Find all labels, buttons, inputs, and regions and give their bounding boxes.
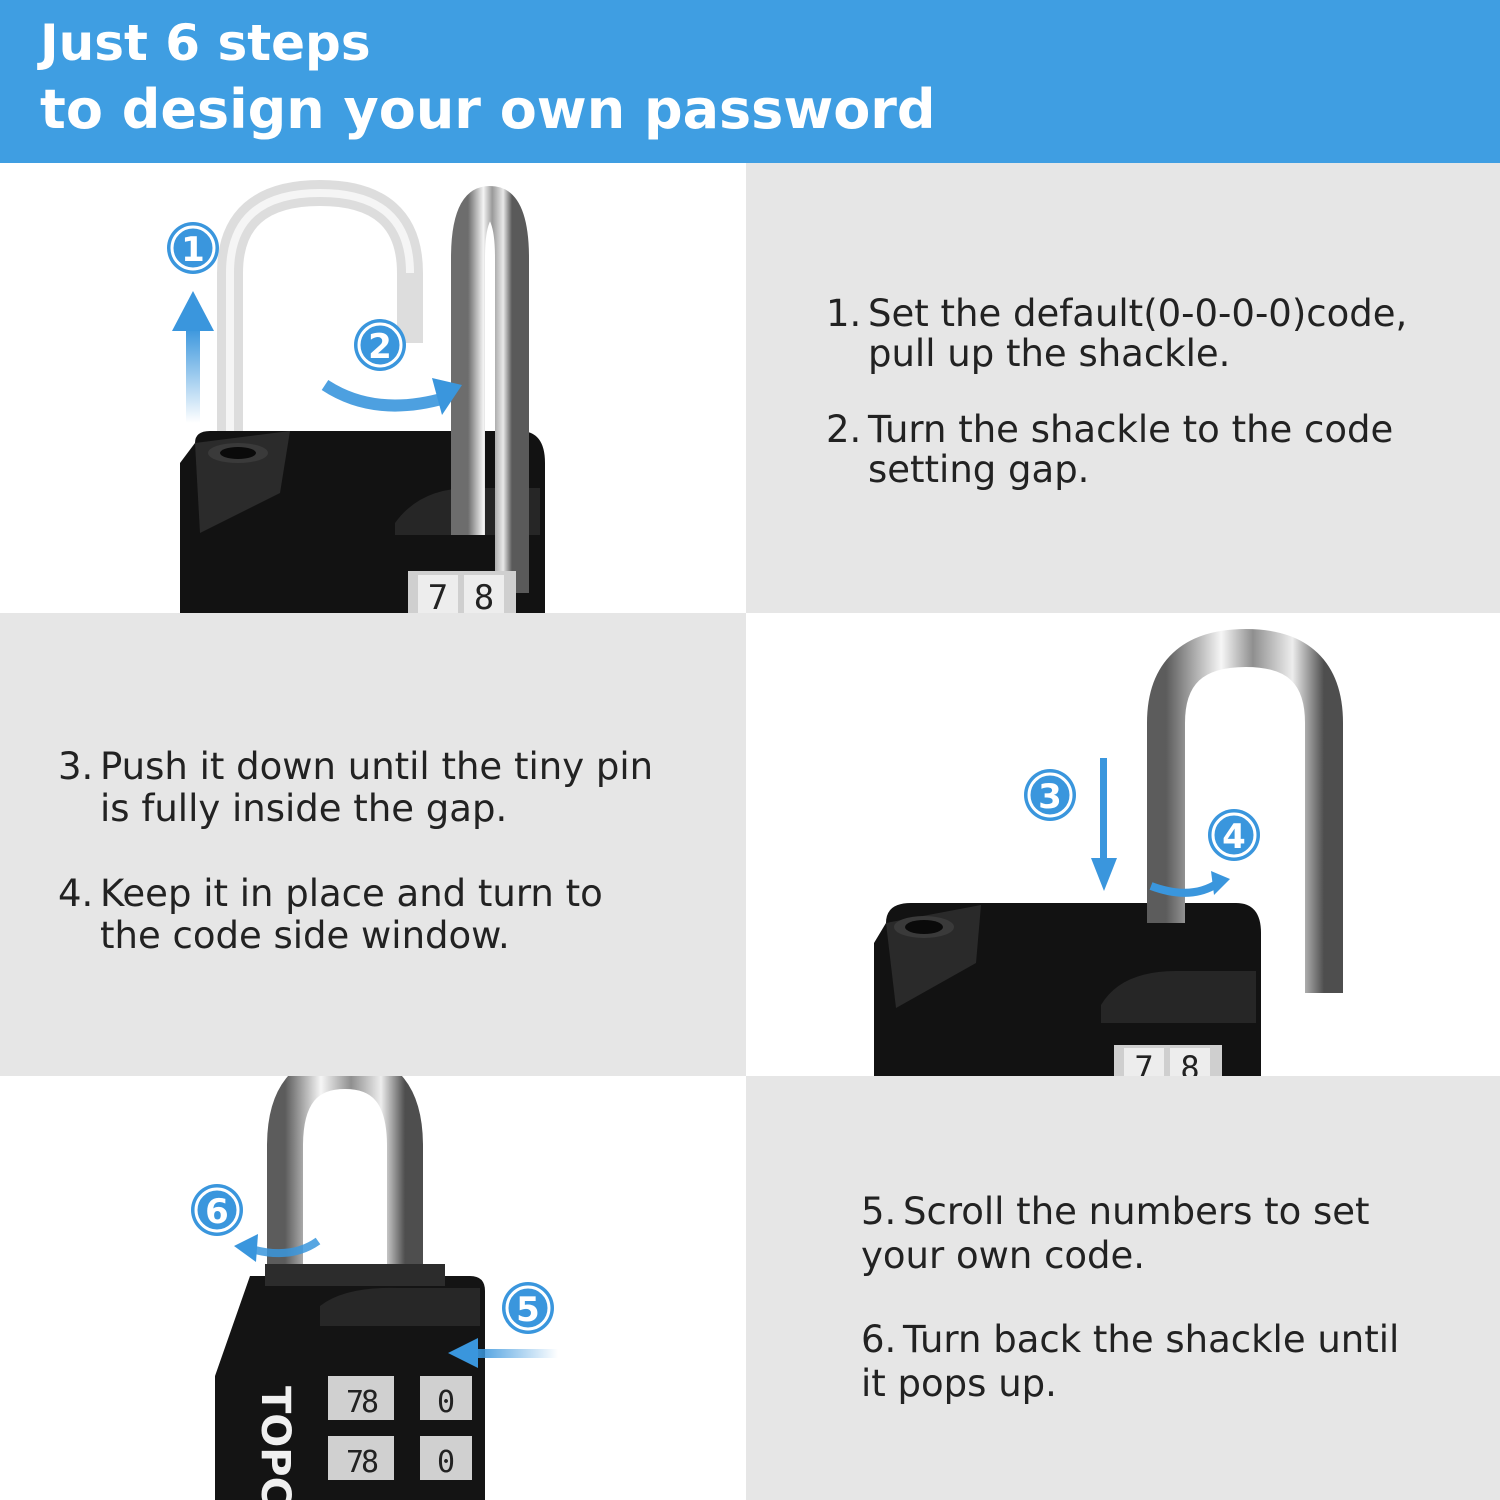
step-badge-3: 3 bbox=[1024, 769, 1076, 821]
panel-illustration-steps-1-2: 7 8 1 2 bbox=[0, 163, 746, 613]
svg-text:1: 1 bbox=[181, 230, 205, 270]
dial-digit: 7 bbox=[428, 578, 448, 613]
dial-digit: 0 bbox=[437, 1385, 455, 1420]
dial-digit: 7 bbox=[1134, 1049, 1153, 1076]
padlock-pushed-illustration: 7 8 3 4 bbox=[874, 628, 1343, 1076]
dial-digit: 8 bbox=[1180, 1049, 1199, 1076]
panel-illustration-steps-3-4: 7 8 3 4 bbox=[746, 613, 1500, 1076]
arrow-curved-icon bbox=[1149, 879, 1221, 897]
dial-digit: 7 bbox=[346, 1445, 364, 1480]
padlock-open-illustration: 7 8 1 2 bbox=[167, 179, 545, 613]
header-banner: Just 6 steps to design your own password bbox=[0, 0, 1500, 163]
brand-logo-text: TOPC bbox=[252, 1386, 298, 1500]
svg-text:2: 2 bbox=[368, 327, 392, 367]
panel-illustration-steps-5-6: TOPC 7 8 7 8 0 0 5 6 bbox=[0, 1076, 746, 1500]
dial-digit: 8 bbox=[474, 578, 494, 613]
dial-digit: 8 bbox=[361, 1445, 379, 1480]
step-badge-1: 1 bbox=[167, 222, 219, 274]
svg-text:4: 4 bbox=[1222, 817, 1246, 857]
panel-text-steps-1-2: 1. Set the default(0-0-0-0)code, pull up… bbox=[746, 163, 1500, 613]
svg-text:3: 3 bbox=[1038, 777, 1062, 817]
dial-digit: 8 bbox=[361, 1385, 379, 1420]
panel-text-steps-3-4: 3. Push it down until the tiny pin is fu… bbox=[0, 613, 746, 1076]
arrow-curved-icon bbox=[321, 379, 447, 412]
panel-text-steps-5-6: 5. Scroll the numbers to set your own co… bbox=[746, 1076, 1500, 1500]
step-badge-4: 4 bbox=[1208, 809, 1260, 861]
arrow-down-icon bbox=[1100, 758, 1107, 863]
padlock-closed-illustration: TOPC 7 8 7 8 0 0 5 6 bbox=[191, 1076, 558, 1500]
arrow-left-icon bbox=[470, 1349, 558, 1358]
arrow-up-head-icon bbox=[172, 291, 214, 331]
svg-text:6: 6 bbox=[205, 1192, 229, 1232]
header-title-line2: to design your own password bbox=[40, 78, 936, 141]
step-badge-6: 6 bbox=[191, 1184, 243, 1236]
dial-digit: 0 bbox=[437, 1445, 455, 1480]
step-badge-2: 2 bbox=[354, 319, 406, 371]
step-badge-5: 5 bbox=[502, 1282, 554, 1334]
svg-text:5: 5 bbox=[516, 1290, 540, 1330]
header-title-line1: Just 6 steps bbox=[40, 14, 371, 72]
arrow-up-icon bbox=[186, 328, 200, 423]
dial-digit: 7 bbox=[346, 1385, 364, 1420]
